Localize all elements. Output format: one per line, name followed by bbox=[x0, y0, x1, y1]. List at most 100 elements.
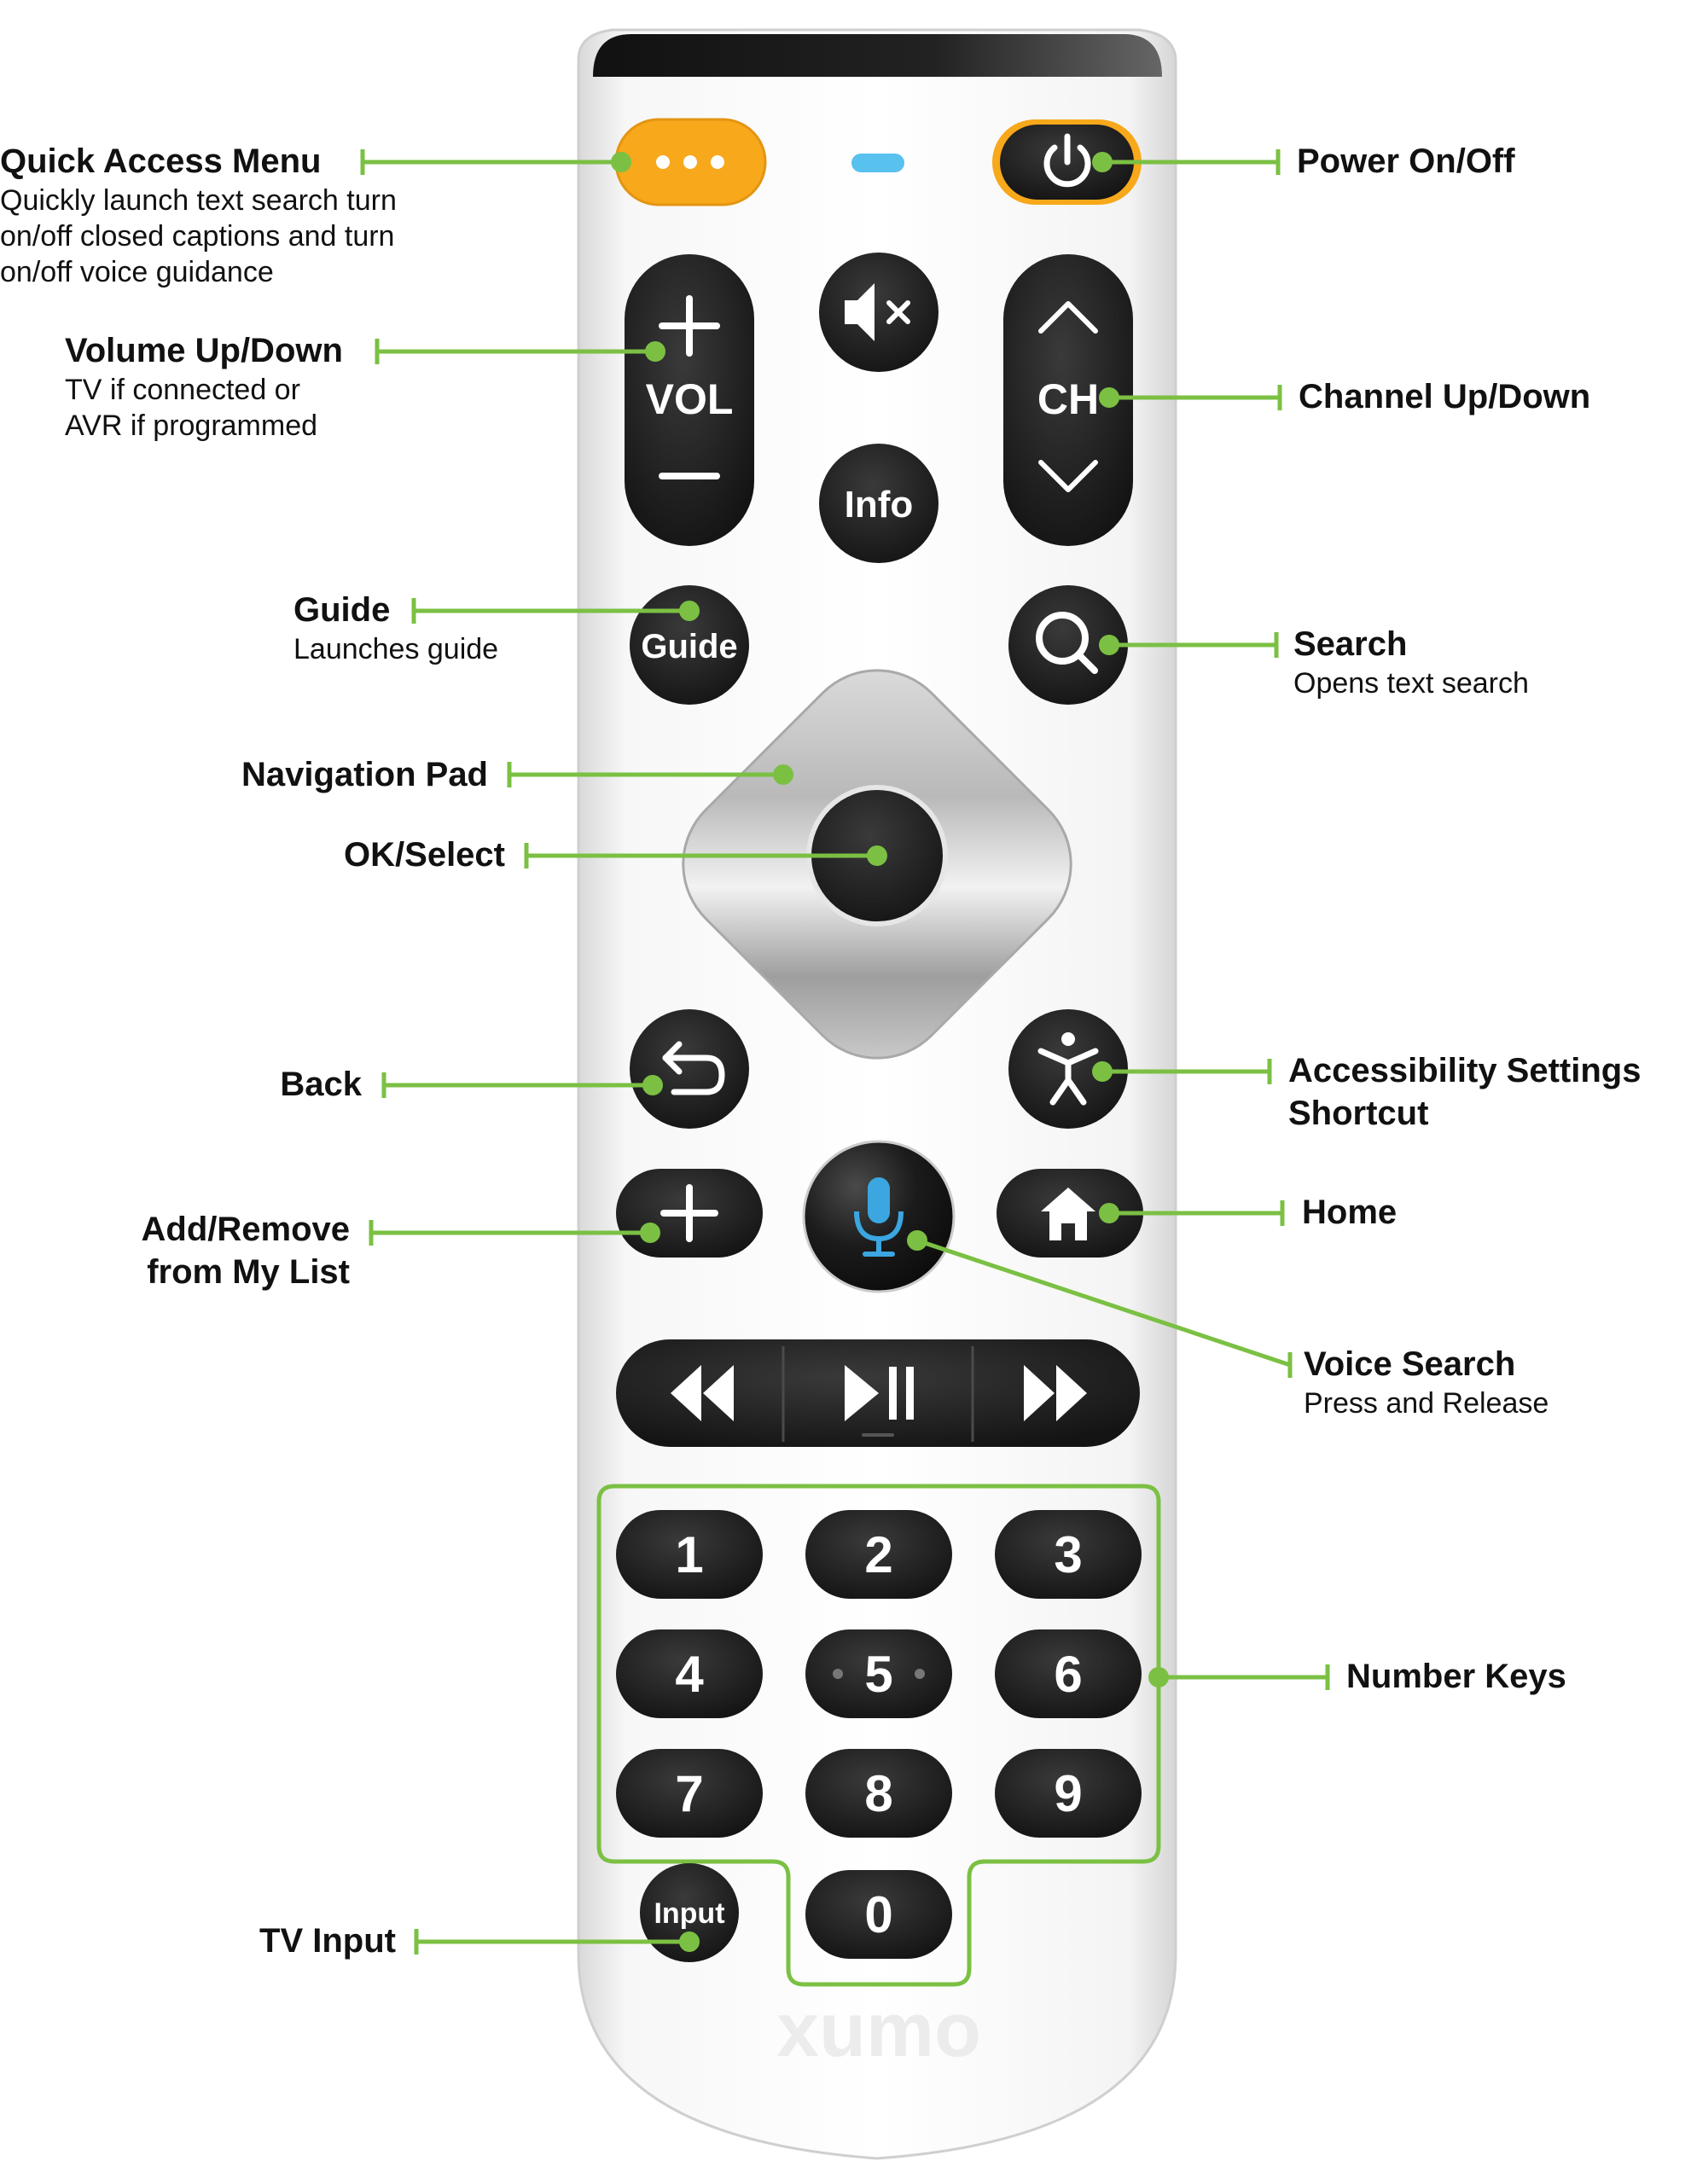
key-8[interactable]: 8 bbox=[805, 1749, 952, 1838]
chevron-down-icon bbox=[1038, 460, 1098, 492]
key-3-label: 3 bbox=[1054, 1526, 1082, 1583]
input-button[interactable] bbox=[640, 1863, 739, 1962]
callout-title: Guide bbox=[293, 591, 391, 629]
callout-number-keys: Number Keys bbox=[1346, 1655, 1566, 1698]
microphone-icon bbox=[854, 1177, 904, 1257]
callout-nav-pad: Navigation Pad bbox=[241, 753, 488, 796]
callout-title: Number Keys bbox=[1346, 1658, 1566, 1695]
volume-rocker[interactable] bbox=[625, 254, 754, 546]
callout-volume: Volume Up/Down TV if connected or AVR if… bbox=[65, 329, 343, 444]
callout-desc: TV if connected or bbox=[65, 374, 300, 406]
key-7[interactable]: 7 bbox=[616, 1749, 763, 1838]
callout-title: Shortcut bbox=[1288, 1095, 1429, 1132]
tactile-dot bbox=[915, 1669, 925, 1679]
callout-desc: Quickly launch text search turn bbox=[0, 184, 397, 217]
callout-dots bbox=[611, 152, 1169, 1952]
key-2-label: 2 bbox=[864, 1526, 892, 1583]
callout-desc: Opens text search bbox=[1293, 667, 1529, 700]
info-button[interactable] bbox=[819, 444, 938, 563]
status-led bbox=[851, 154, 904, 172]
guide-button[interactable] bbox=[630, 585, 749, 705]
callout-desc: Press and Release bbox=[1304, 1387, 1549, 1420]
key-4[interactable]: 4 bbox=[616, 1629, 763, 1718]
key-3[interactable]: 3 bbox=[995, 1510, 1142, 1599]
key-6[interactable]: 6 bbox=[995, 1629, 1142, 1718]
callout-title: from My List bbox=[147, 1253, 350, 1291]
callout-power: Power On/Off bbox=[1297, 140, 1515, 183]
callout-title: Power On/Off bbox=[1297, 142, 1515, 180]
callout-search: Search Opens text search bbox=[1293, 623, 1529, 701]
play-pause-icon bbox=[845, 1365, 914, 1421]
callout-desc: AVR if programmed bbox=[65, 410, 318, 442]
input-label: Input bbox=[654, 1897, 724, 1930]
callout-lines bbox=[360, 149, 1330, 1955]
search-icon bbox=[1036, 612, 1098, 674]
key-1[interactable]: 1 bbox=[616, 1510, 763, 1599]
callout-add-remove: Add/Remove from My List bbox=[142, 1208, 351, 1293]
callout-desc: on/off voice guidance bbox=[0, 256, 274, 288]
callout-ok-select: OK/Select bbox=[344, 834, 505, 876]
callout-title: OK/Select bbox=[344, 836, 505, 874]
key-2[interactable]: 2 bbox=[805, 1510, 952, 1599]
callout-desc: on/off closed captions and turn bbox=[0, 220, 395, 253]
fast-forward-button[interactable] bbox=[1024, 1365, 1087, 1421]
plus-icon bbox=[660, 1184, 718, 1242]
callout-title: Volume Up/Down bbox=[65, 332, 343, 369]
callout-title: Voice Search bbox=[1304, 1345, 1516, 1383]
callout-home: Home bbox=[1302, 1191, 1397, 1234]
power-icon bbox=[1043, 133, 1091, 188]
info-label: Info bbox=[845, 484, 914, 526]
callout-title: Navigation Pad bbox=[241, 756, 488, 793]
callout-title: Search bbox=[1293, 625, 1408, 663]
mute-icon bbox=[845, 283, 910, 341]
key-6-label: 6 bbox=[1054, 1646, 1082, 1703]
callout-title: Back bbox=[280, 1066, 362, 1103]
guide-label: Guide bbox=[641, 628, 737, 665]
plus-icon bbox=[659, 295, 720, 357]
ellipsis-icon bbox=[656, 155, 724, 169]
callout-quick-access: Quick Access Menu Quickly launch text se… bbox=[0, 140, 397, 290]
fast-forward-icon bbox=[1024, 1365, 1087, 1421]
callout-back: Back bbox=[280, 1063, 362, 1106]
key-8-label: 8 bbox=[864, 1765, 892, 1822]
key-9-label: 9 bbox=[1054, 1765, 1082, 1822]
key-4-label: 4 bbox=[675, 1646, 704, 1703]
play-pause-button[interactable] bbox=[845, 1365, 914, 1437]
rewind-icon bbox=[671, 1365, 734, 1421]
callout-accessibility: Accessibility Settings Shortcut bbox=[1288, 1049, 1641, 1135]
key-7-label: 7 bbox=[675, 1765, 703, 1822]
search-button[interactable] bbox=[1008, 585, 1128, 705]
callout-tv-input: TV Input bbox=[259, 1920, 396, 1962]
callout-title: TV Input bbox=[259, 1922, 396, 1960]
callout-title: Add/Remove bbox=[141, 1211, 351, 1248]
back-button[interactable] bbox=[630, 1009, 749, 1129]
callout-title: Accessibility Settings bbox=[1288, 1052, 1642, 1089]
rewind-button[interactable] bbox=[671, 1365, 734, 1421]
back-arrow-icon bbox=[662, 1041, 725, 1095]
ch-label: CH bbox=[1037, 375, 1099, 423]
channel-rocker[interactable] bbox=[1003, 254, 1133, 546]
key-9[interactable]: 9 bbox=[995, 1749, 1142, 1838]
key-0[interactable]: 0 bbox=[805, 1870, 952, 1959]
key-0-label: 0 bbox=[864, 1886, 892, 1943]
number-keys-outline bbox=[596, 1484, 1161, 1987]
remote-body bbox=[577, 28, 1177, 2160]
vol-label: VOL bbox=[646, 375, 734, 423]
key-1-label: 1 bbox=[675, 1526, 703, 1583]
callout-title: Quick Access Menu bbox=[0, 142, 322, 180]
callout-voice: Voice Search Press and Release bbox=[1304, 1343, 1549, 1421]
key-5[interactable]: 5 bbox=[805, 1629, 952, 1718]
tactile-dot bbox=[833, 1669, 843, 1679]
accessibility-icon bbox=[1037, 1032, 1099, 1106]
callout-guide: Guide Launches guide bbox=[293, 589, 498, 667]
home-icon bbox=[1041, 1188, 1095, 1240]
mute-button[interactable] bbox=[819, 253, 938, 372]
key-5-label: 5 bbox=[864, 1646, 892, 1703]
brand-logo: xumo bbox=[776, 1988, 981, 2073]
callout-title: Home bbox=[1302, 1194, 1398, 1231]
callout-channel: Channel Up/Down bbox=[1299, 375, 1590, 418]
chevron-up-icon bbox=[1038, 301, 1098, 334]
callout-desc: Launches guide bbox=[293, 633, 499, 665]
